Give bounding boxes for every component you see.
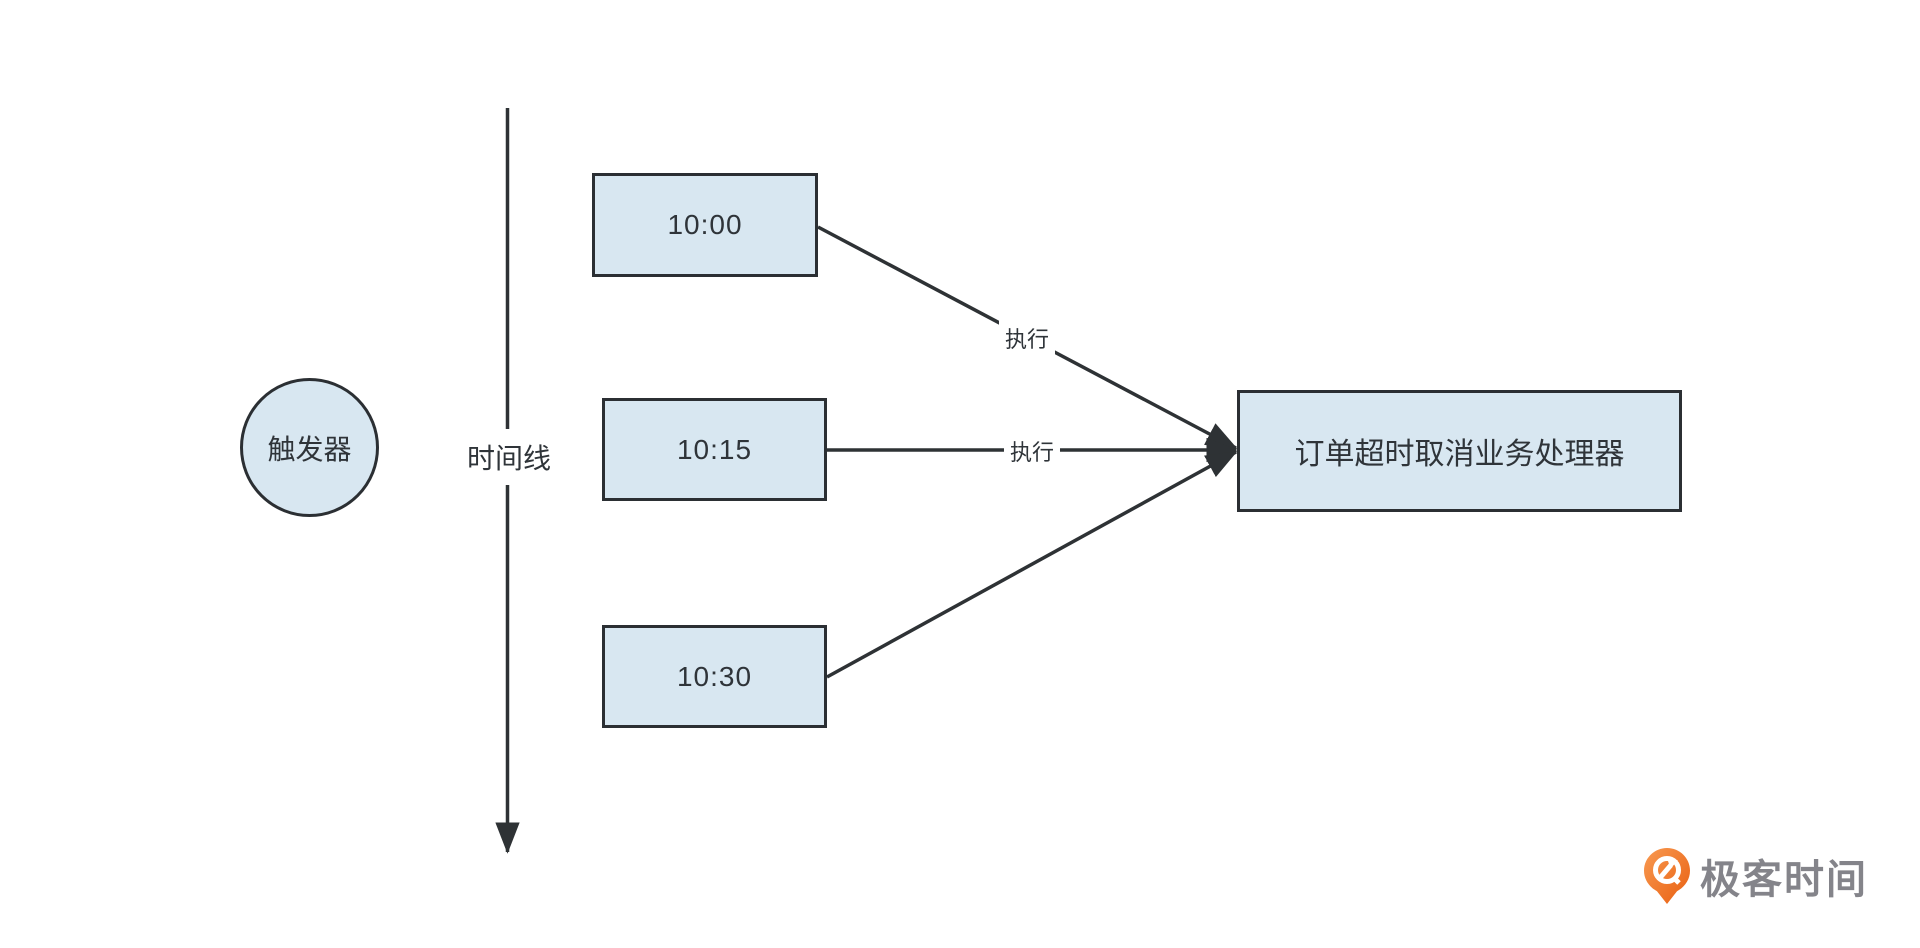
time-node-label: 10:30 <box>676 660 753 692</box>
edge-label-execute-2: 执行 <box>1003 432 1061 470</box>
edge-1030-to-processor <box>826 450 1238 679</box>
time-node-1015: 10:15 <box>602 398 827 501</box>
edge-label-execute-1: 执行 <box>998 319 1056 357</box>
time-node-label: 10:15 <box>676 433 753 465</box>
time-node-label: 10:00 <box>667 209 743 240</box>
geektime-pin-arrow-icon <box>1644 848 1690 904</box>
geektime-logo: 极客时间 <box>1643 846 1868 906</box>
processor-node-label: 订单超时取消业务处理器 <box>1294 438 1625 471</box>
trigger-node-label: 触发器 <box>267 433 352 465</box>
timeline-label: 时间线 <box>462 429 556 485</box>
geektime-logo-text: 极客时间 <box>1700 858 1868 902</box>
time-node-1000: 10:00 <box>592 173 818 277</box>
time-node-1030: 10:30 <box>602 625 827 728</box>
processor-node: 订单超时取消业务处理器 <box>1237 390 1682 512</box>
trigger-node: 触发器 <box>240 378 379 517</box>
